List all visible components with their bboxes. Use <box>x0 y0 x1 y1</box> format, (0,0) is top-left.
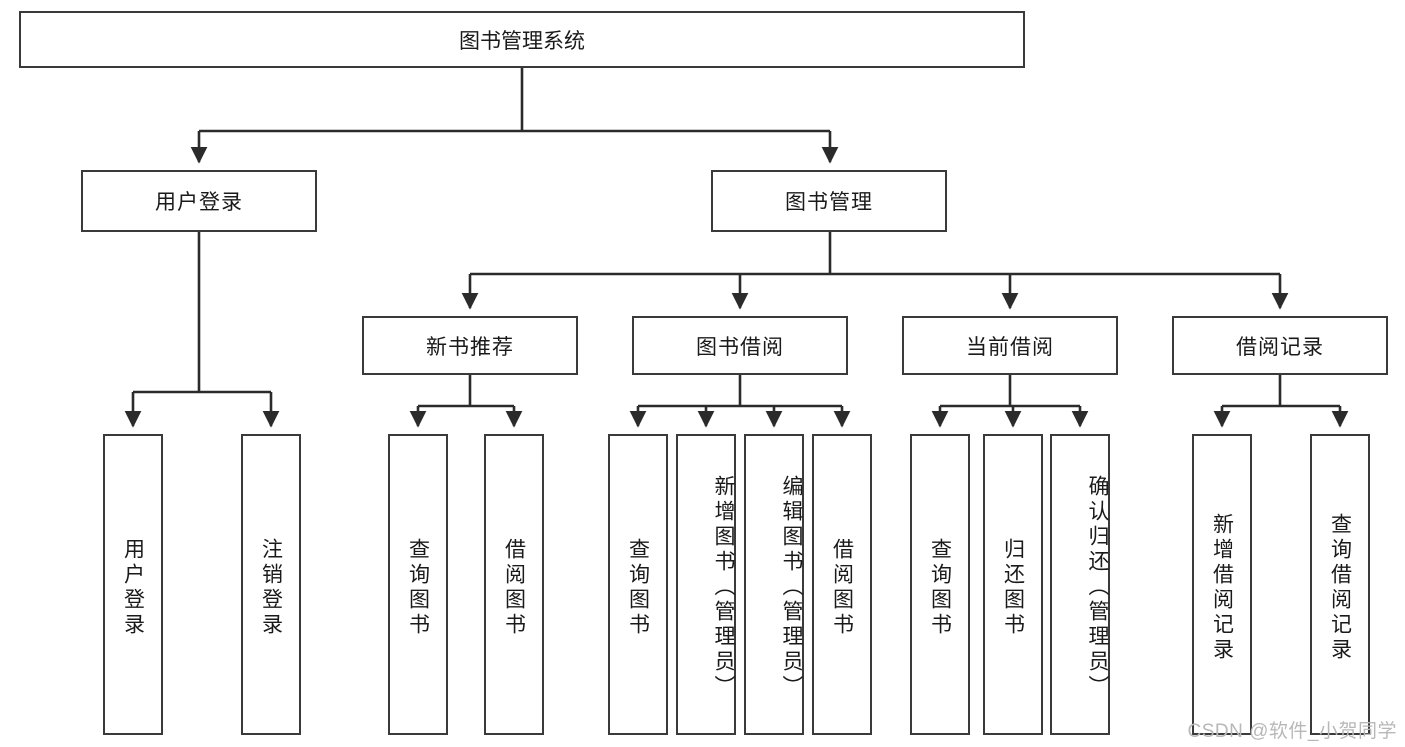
node-book-borrow[interactable]: 图书借阅 <box>632 316 848 375</box>
node-label: 查询图书 <box>928 537 952 638</box>
node-leaf-query-book-recommend[interactable]: 查询图书 <box>388 434 448 735</box>
node-label: 查询借阅记录 <box>1328 512 1352 663</box>
watermark-text: CSDN @软件_小贺同学 <box>1187 721 1397 742</box>
node-label: 确认归还（管理员） <box>1086 475 1109 700</box>
node-leaf-return-book[interactable]: 归还图书 <box>983 434 1043 735</box>
node-label: 归还图书 <box>1001 537 1025 638</box>
node-label: 编辑图书（管理员） <box>780 475 803 700</box>
node-label: 借阅记录 <box>1236 335 1324 359</box>
node-label: 查询图书 <box>626 537 650 638</box>
node-label: 新增借阅记录 <box>1210 512 1234 663</box>
node-label: 用户登录 <box>155 191 243 214</box>
node-leaf-query-borrow-record[interactable]: 查询借阅记录 <box>1310 434 1370 735</box>
node-root-book-management-system[interactable]: 图书管理系统 <box>19 11 1025 68</box>
node-label: 新书推荐 <box>426 335 514 359</box>
node-leaf-confirm-return-admin[interactable]: 确认归还（管理员） <box>1050 434 1110 735</box>
node-borrow-record[interactable]: 借阅记录 <box>1172 316 1388 375</box>
node-leaf-borrow-book[interactable]: 借阅图书 <box>812 434 872 735</box>
node-leaf-query-book-borrow[interactable]: 查询图书 <box>608 434 668 735</box>
node-label: 图书管理系统 <box>459 29 585 53</box>
node-label: 当前借阅 <box>966 335 1054 359</box>
node-label: 借阅图书 <box>502 537 526 638</box>
node-user-login[interactable]: 用户登录 <box>81 170 317 232</box>
node-leaf-edit-book-admin[interactable]: 编辑图书（管理员） <box>744 434 804 735</box>
node-label: 查询图书 <box>406 537 430 638</box>
node-current-borrow[interactable]: 当前借阅 <box>902 316 1118 375</box>
node-label: 图书借阅 <box>696 335 784 359</box>
node-label: 用户登录 <box>121 537 145 638</box>
node-leaf-add-borrow-record[interactable]: 新增借阅记录 <box>1192 434 1252 735</box>
node-new-book-recommend[interactable]: 新书推荐 <box>362 316 578 375</box>
node-leaf-add-book-admin[interactable]: 新增图书（管理员） <box>676 434 736 735</box>
node-label: 注销登录 <box>259 537 283 638</box>
node-label: 新增图书（管理员） <box>712 475 735 700</box>
node-leaf-query-book-current[interactable]: 查询图书 <box>910 434 970 735</box>
node-label: 图书管理 <box>785 191 873 214</box>
node-leaf-user-logout[interactable]: 注销登录 <box>241 434 301 735</box>
node-label: 借阅图书 <box>830 537 854 638</box>
node-leaf-user-login[interactable]: 用户登录 <box>103 434 163 735</box>
node-book-management[interactable]: 图书管理 <box>711 170 947 232</box>
node-leaf-borrow-book-recommend[interactable]: 借阅图书 <box>484 434 544 735</box>
